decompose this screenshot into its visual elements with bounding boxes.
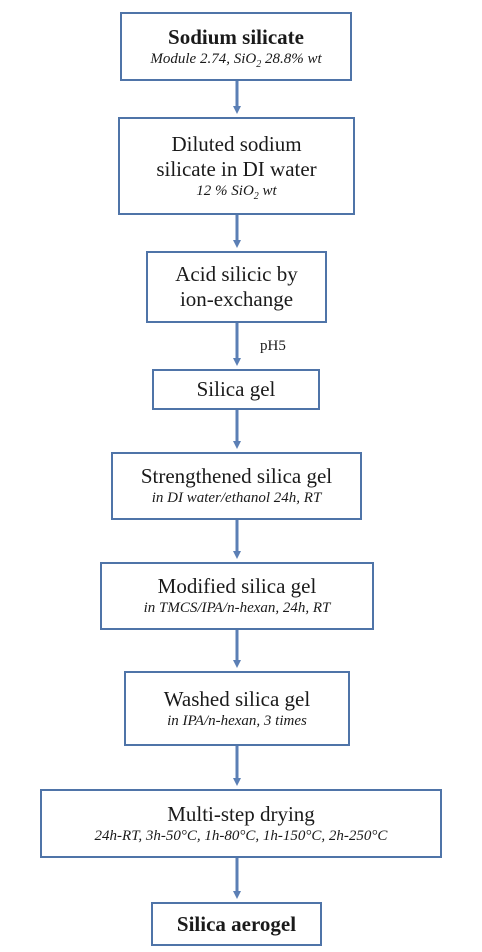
step-modified-silica-gel: Modified silica gel in TMCS/IPA/n-hexan,… (100, 562, 374, 630)
step-title-line-1: Acid silicic by (175, 262, 298, 286)
step-washed-silica-gel: Washed silica gel in IPA/n-hexan, 3 time… (124, 671, 350, 746)
step-acid-silicic: Acid silicic by ion-exchange (146, 251, 327, 323)
step-silica-aerogel: Silica aerogel (151, 902, 322, 946)
step-subtitle: 24h-RT, 3h-50°C, 1h-80°C, 1h-150°C, 2h-2… (94, 827, 388, 844)
step-title: Sodium silicate (168, 24, 304, 49)
step-silica-gel: Silica gel (152, 369, 320, 410)
step-subtitle: Module 2.74, SiO2 28.8% wt (150, 50, 322, 70)
step-strengthened-silica-gel: Strengthened silica gel in DI water/etha… (111, 452, 362, 520)
step-sodium-silicate: Sodium silicate Module 2.74, SiO2 28.8% … (120, 12, 352, 81)
step-diluted-sodium-silicate: Diluted sodium silicate in DI water 12 %… (118, 117, 355, 215)
step-title: Silica gel (196, 377, 276, 401)
step-subtitle: 12 % SiO2 wt (196, 182, 277, 202)
step-subtitle: in TMCS/IPA/n-hexan, 24h, RT (143, 600, 331, 616)
step-title: Washed silica gel (163, 686, 311, 711)
step-title-line-1: Diluted sodium (171, 131, 302, 156)
ph-annotation: pH5 (260, 338, 286, 354)
step-title-line-2: ion-exchange (179, 287, 294, 311)
step-subtitle: in DI water/ethanol 24h, RT (151, 490, 322, 506)
step-title: Strengthened silica gel (140, 464, 333, 488)
step-title: Modified silica gel (157, 574, 317, 598)
step-title-line-2: silicate in DI water (156, 156, 317, 181)
step-title: Silica aerogel (176, 911, 297, 936)
step-subtitle: in IPA/n-hexan, 3 times (167, 712, 307, 729)
step-title: Multi-step drying (167, 801, 315, 826)
step-multi-step-drying: Multi-step drying 24h-RT, 3h-50°C, 1h-80… (40, 789, 442, 858)
